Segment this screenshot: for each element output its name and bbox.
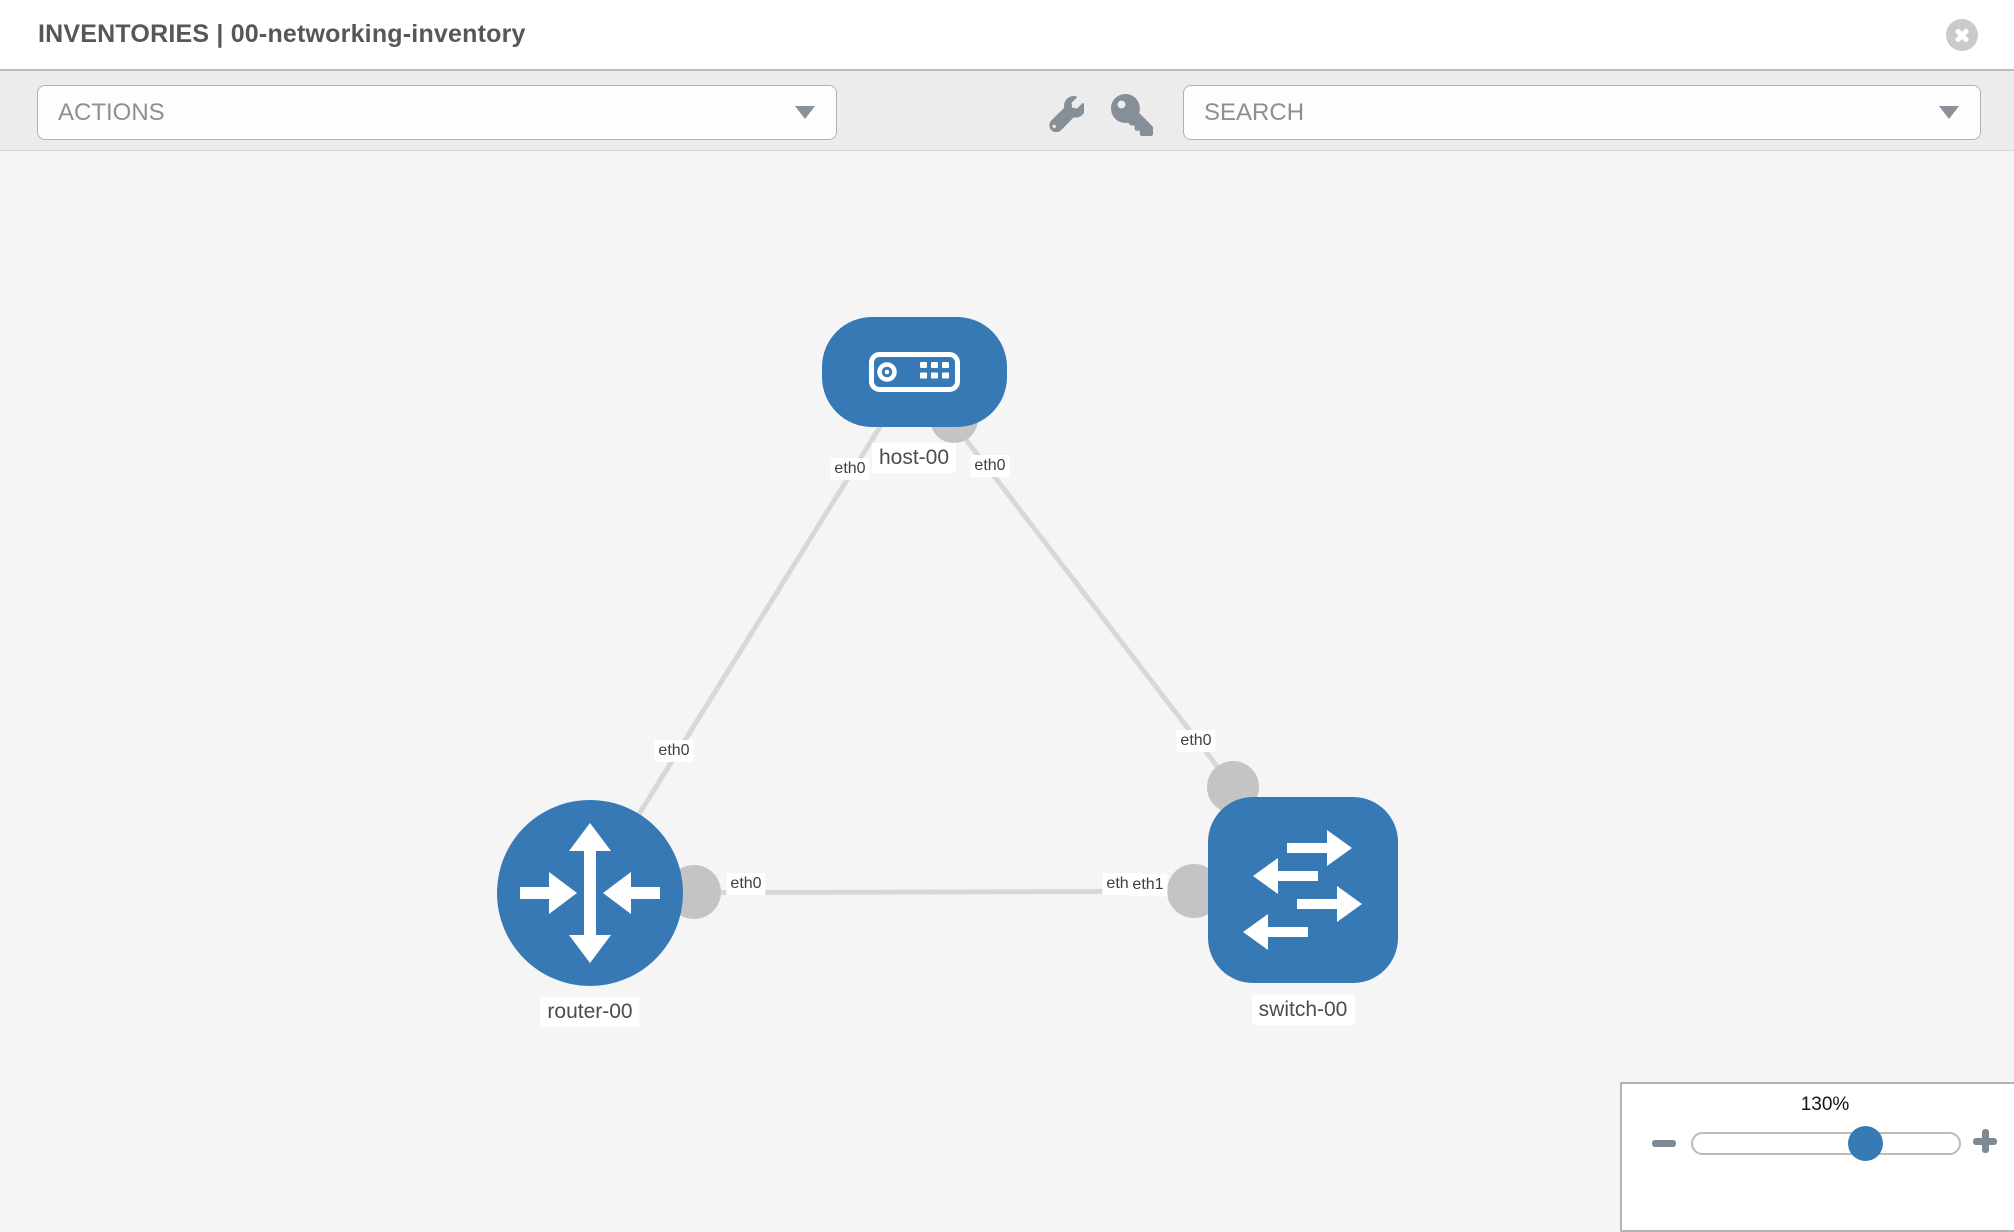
connector-switch-left [1167,864,1221,918]
chevron-down-icon [1939,106,1959,119]
interface-label: eth0 [1176,730,1216,752]
link-host-switch[interactable] [912,370,1235,789]
wrench-icon[interactable] [1048,96,1084,132]
zoom-slider-handle[interactable] [1848,1126,1883,1161]
chevron-down-icon [795,106,815,119]
topology-graph [497,317,1398,986]
node-label-router: router-00 [540,996,640,1028]
host-icon [869,352,960,392]
zoom-in-button[interactable] [1973,1129,1997,1153]
actions-dropdown-label: ACTIONS [58,98,165,126]
interface-label: eth1 [1128,874,1168,896]
page-title: INVENTORIES | 00-networking-inventory [38,20,526,48]
zoom-panel: 130% [1620,1082,2014,1232]
interface-label: eth0 [726,873,766,895]
interface-label: eth0 [970,455,1010,477]
router-node[interactable] [497,800,683,986]
node-label-host: host-00 [871,442,957,474]
actions-dropdown[interactable]: ACTIONS [37,85,837,140]
zoom-slider-track[interactable] [1691,1132,1961,1155]
topology-canvas[interactable] [0,151,2014,1200]
close-icon [1946,19,1978,51]
zoom-level: 130% [1800,1094,1850,1115]
search-dropdown-label: SEARCH [1204,98,1305,126]
close-button[interactable] [1946,19,1978,51]
switch-icon [1243,830,1362,950]
search-dropdown[interactable]: SEARCH [1183,85,1981,140]
switch-node[interactable] [1208,797,1398,983]
key-icon[interactable] [1111,94,1153,136]
interface-label: eth0 [830,458,870,480]
interface-label: eth0 [654,740,694,762]
toolbar: ACTIONS SEARCH [0,71,2014,151]
zoom-out-button[interactable] [1652,1140,1676,1147]
host-node[interactable] [822,317,1007,427]
node-label-switch: switch-00 [1251,994,1355,1026]
header-bar: INVENTORIES | 00-networking-inventory [0,0,2014,71]
router-icon [520,823,660,963]
